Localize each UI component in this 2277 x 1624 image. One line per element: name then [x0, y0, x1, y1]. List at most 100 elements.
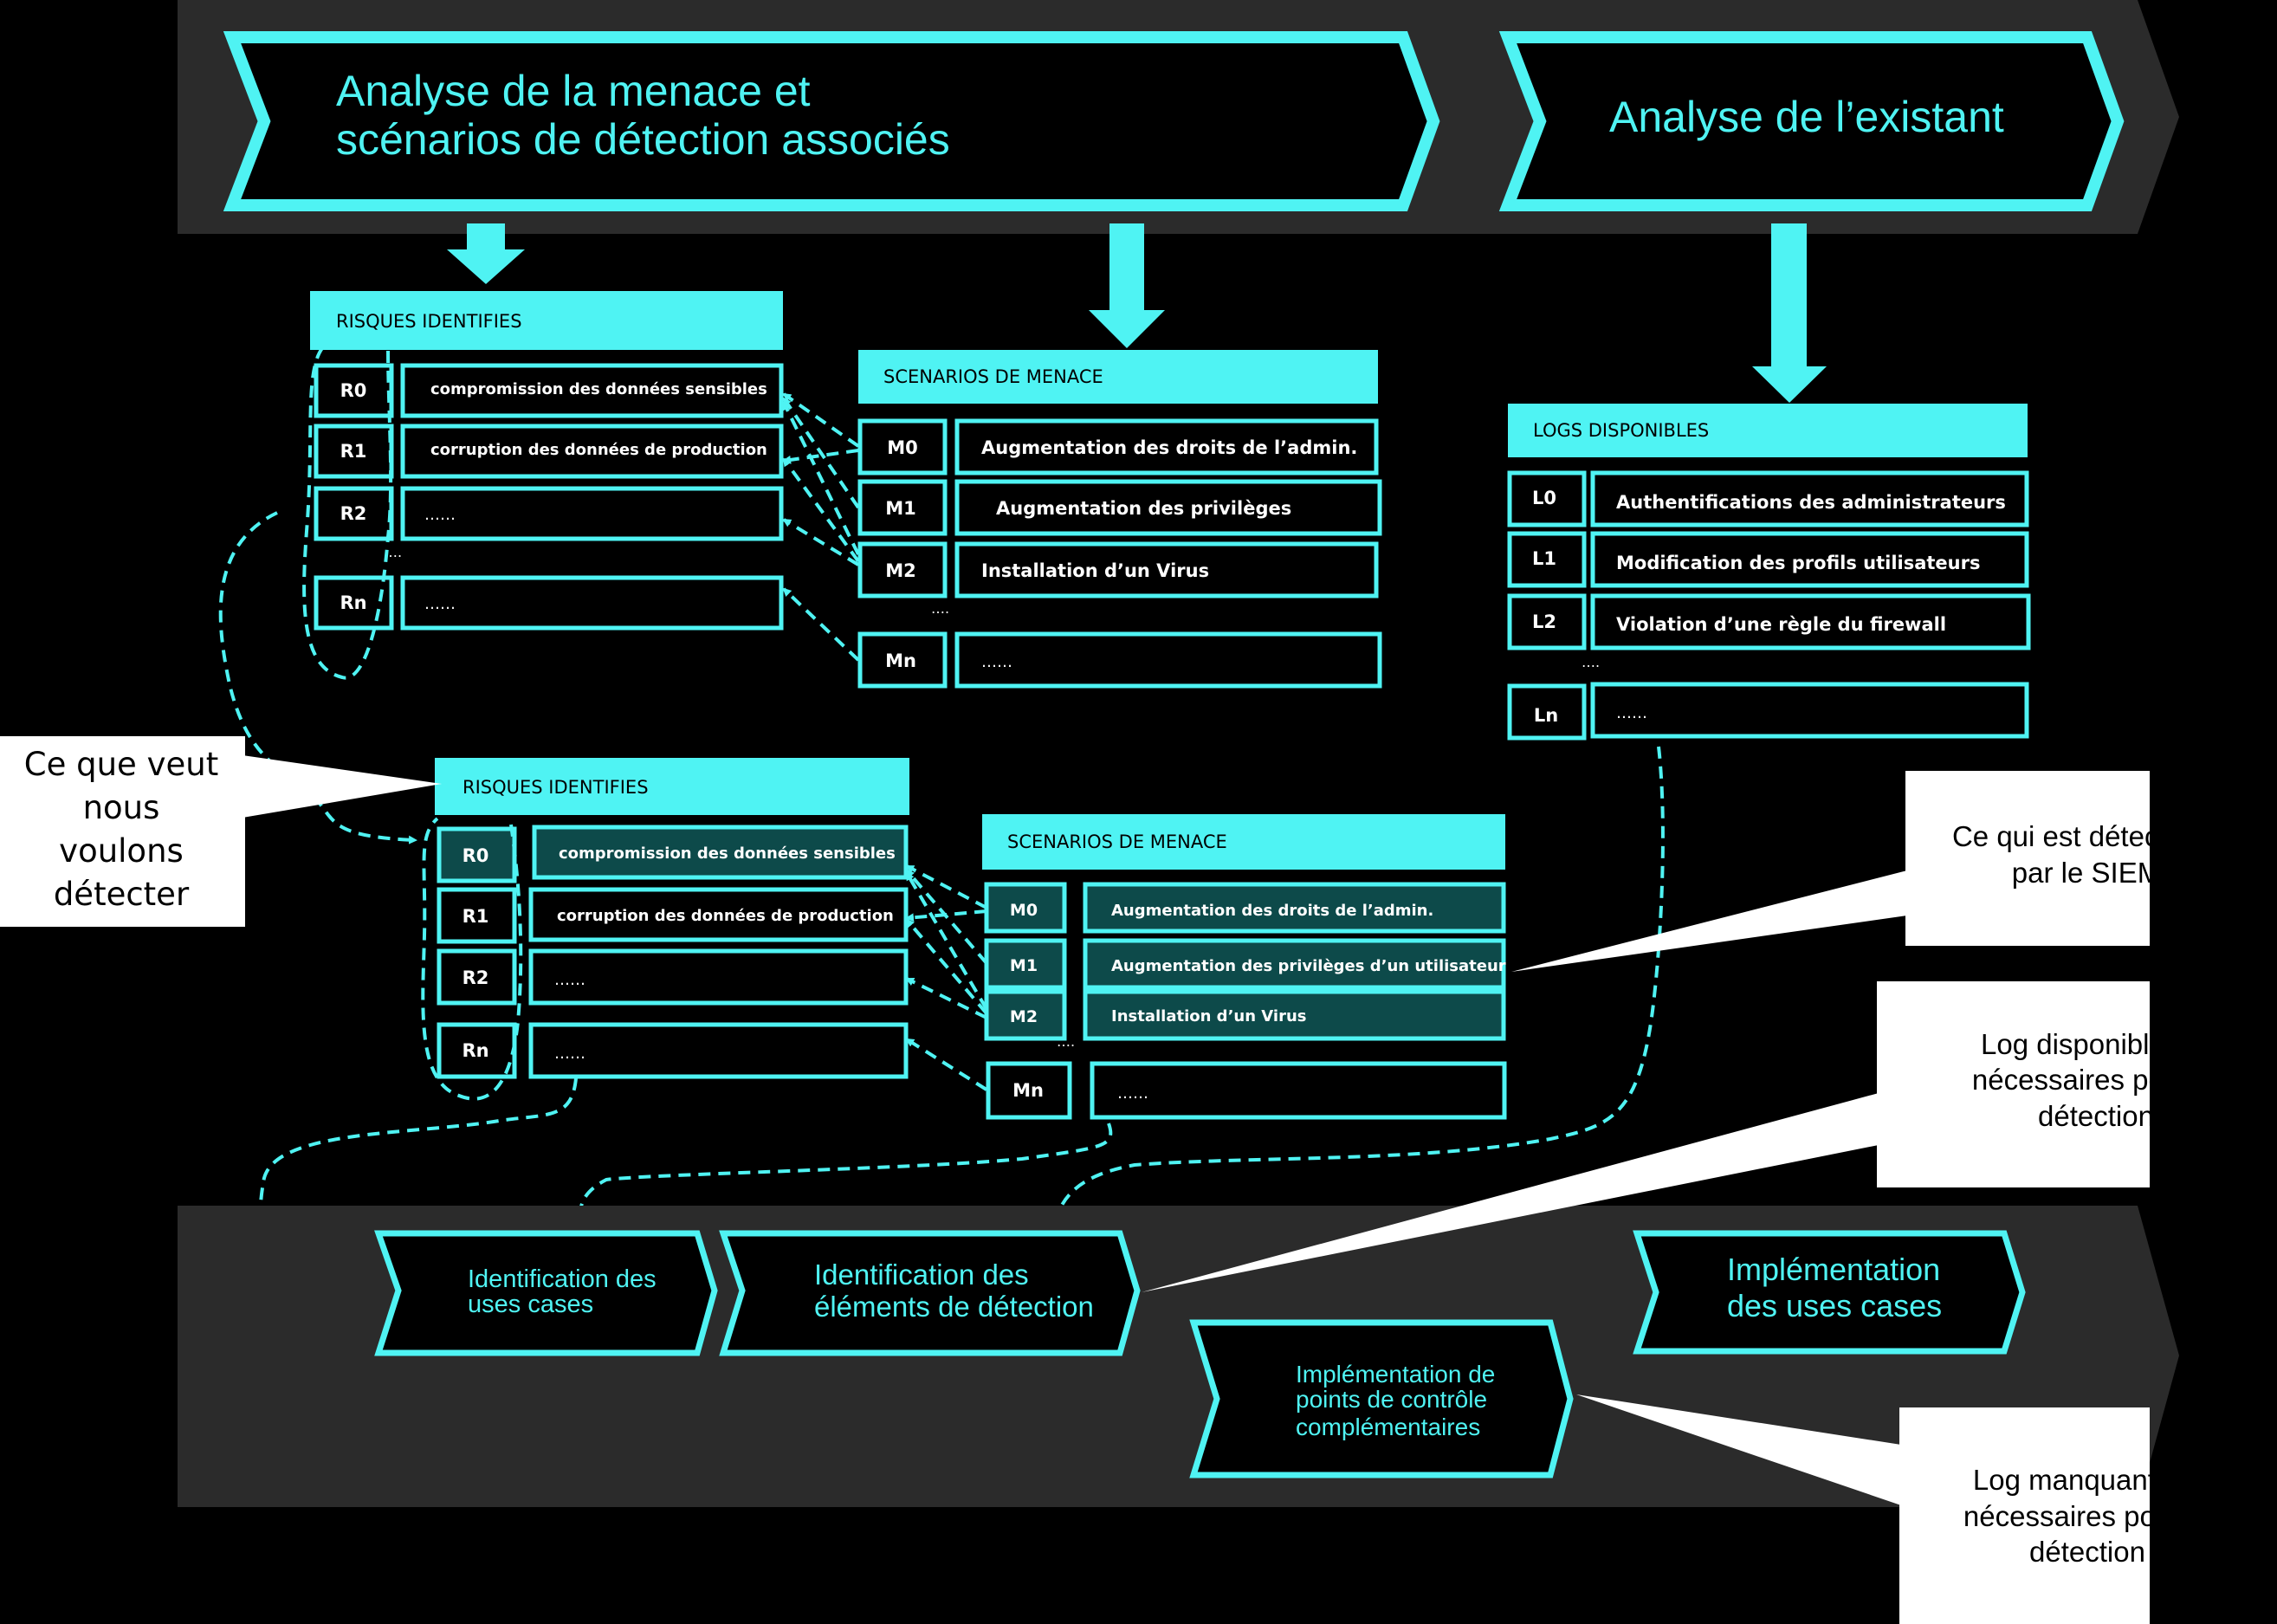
step-complementary-controls-line3: complémentaires [1296, 1414, 1480, 1440]
connector-r0-m0 [782, 392, 860, 448]
mid-risk-text: …… [554, 971, 585, 989]
top-scenario-text: Augmentation des droits de l’admin. [981, 437, 1357, 458]
loop-top-risk-ids [302, 346, 393, 680]
callout-available-logs: Log disponibles et nécessaires pour la d… [1142, 981, 2221, 1292]
top-risk-text: corruption des données de production [430, 441, 767, 459]
log-id: L1 [1532, 548, 1556, 569]
step-existing-analysis-label: Analyse de l’existant [1609, 93, 2004, 141]
step-threat-analysis: Analyse de la menace et scénarios de dét… [223, 31, 1440, 211]
mid-risk-id: R2 [463, 967, 489, 988]
step-complementary-controls-line1: Implémentation de [1296, 1361, 1495, 1388]
mid-risk-id: Rn [462, 1040, 488, 1061]
top-scenario-id: M2 [885, 560, 916, 581]
callout-missing-logs-line3: détection [2029, 1536, 2145, 1568]
connector-r0-m1 [782, 397, 860, 509]
step-threat-analysis-line2: scénarios de détection associés [336, 115, 950, 164]
mid-scenario-id: M1 [1010, 956, 1038, 975]
top-scenario-ellipsis: …. [931, 600, 949, 617]
step-complementary-controls-line2: points de contrôle [1296, 1386, 1487, 1413]
connector-mid-r0-m0 [905, 864, 987, 909]
callout-missing-logs-line1: Log manquants et [1973, 1464, 2202, 1496]
callout-want-detect-line3: voulons [59, 832, 184, 870]
connector-mid-r1-m0 [905, 909, 987, 922]
mid-risks-table: RISQUES IDENTIFIES R0 compromission des … [435, 758, 909, 1079]
mid-scenario-ellipsis: …. [1057, 1033, 1075, 1050]
callout-want-detect-line4: détecter [54, 876, 190, 913]
down-arrow-scenarios [1089, 223, 1165, 348]
connector-mid-rn-mn [905, 1038, 988, 1091]
log-id: L2 [1532, 611, 1556, 632]
top-scenario-text: Installation d’un Virus [981, 560, 1209, 581]
log-text: Violation d’une règle du firewall [1616, 614, 1946, 635]
step-detection-elements-line1: Identification des [814, 1258, 1029, 1291]
top-scenario-text: Augmentation des privilèges [996, 498, 1291, 519]
step-implementation-use-cases-line1: Implémentation [1727, 1252, 1940, 1287]
connector-r0-m2 [782, 401, 860, 555]
callout-want-detect-line2: nous [83, 789, 160, 826]
top-risk-id: Rn [340, 592, 366, 613]
mid-risks-header: RISQUES IDENTIFIES [463, 777, 649, 798]
callout-available-logs-line2: nécessaires pour la [1972, 1064, 2221, 1096]
callout-available-logs-line1: Log disponibles et [1981, 1028, 2211, 1060]
callout-missing-logs: Log manquants et nécessaires pour la dét… [1576, 1394, 2212, 1624]
step-detection-elements-line2: éléments de détection [814, 1291, 1094, 1323]
top-scenarios-header: SCENARIOS DE MENACE [883, 366, 1103, 387]
mid-scenarios-header: SCENARIOS DE MENACE [1007, 831, 1227, 852]
callout-siem-line2: par le SIEM [2012, 857, 2161, 889]
callout-missing-logs-line2: nécessaires pour la [1963, 1500, 2212, 1532]
top-scenario-text: …… [981, 653, 1012, 671]
top-risk-id: R1 [340, 441, 367, 462]
mid-scenario-text: Installation d’un Virus [1111, 1007, 1307, 1026]
mid-scenarios-table: SCENARIOS DE MENACE M0 Augmentation des … [982, 814, 1507, 1120]
top-scenario-id: M0 [887, 437, 918, 458]
top-scenario-id: M1 [885, 498, 916, 519]
top-risk-text: …… [424, 595, 456, 613]
top-risk-text: compromission des données sensibles [430, 380, 767, 398]
top-risk-id: R2 [340, 503, 367, 524]
callout-siem-line1: Ce qui est détectable [1952, 820, 2221, 852]
callout-want-detect-line1: Ce que veut [24, 746, 218, 783]
connector-mid-r1-m2 [905, 918, 988, 1015]
log-ellipsis: …. [1582, 654, 1600, 670]
log-text: Authentifications des administrateurs [1616, 492, 2006, 513]
connector-mid-r2-m2 [905, 977, 987, 1019]
mid-risk-id: R1 [463, 906, 489, 927]
step-threat-analysis-line1: Analyse de la menace et [336, 67, 811, 115]
step-implementation-use-cases-line2: des uses cases [1727, 1288, 1942, 1323]
step-use-cases-line2: uses cases [468, 1291, 593, 1318]
top-risk-ellipsis: …. [384, 544, 402, 560]
connector-r2-m2 [782, 518, 860, 566]
step-detection-elements: Identification des éléments de détection [719, 1230, 1141, 1356]
mid-scenario-text: Augmentation des droits de l’admin. [1111, 902, 1433, 920]
callout-siem: Ce qui est détectable par le SIEM [1511, 771, 2221, 972]
mid-scenario-id: Mn [1012, 1080, 1044, 1101]
connector-top-to-mid-r0 [218, 511, 417, 844]
top-scenarios-table: SCENARIOS DE MENACE M0 Augmentation des … [857, 350, 1382, 689]
mid-risk-text: compromission des données sensibles [559, 844, 896, 863]
top-risks-table: RISQUES IDENTIFIES R0 compromission des … [310, 291, 784, 631]
loop-mid-risk-ids [421, 817, 523, 1101]
mid-risk-text: …… [554, 1045, 585, 1063]
callout-want-detect: Ce que veut nous voulons détecter [0, 736, 442, 927]
step-use-cases: Identification des uses cases [374, 1230, 718, 1356]
mid-scenario-id: M0 [1010, 901, 1038, 920]
step-implementation-use-cases: Implémentation des uses cases [1633, 1230, 2026, 1355]
connector-mid-r0-m1 [905, 869, 988, 965]
logs-table: LOGS DISPONIBLES L0 Authentifications de… [1507, 404, 2031, 741]
mid-risk-id: R0 [463, 845, 489, 866]
log-text: Modification des profils utilisateurs [1616, 553, 1980, 573]
step-existing-analysis: Analyse de l’existant [1498, 31, 2125, 211]
log-text: …… [1616, 704, 1647, 722]
logs-header: LOGS DISPONIBLES [1533, 420, 1709, 441]
top-risk-text: …… [424, 506, 456, 524]
callout-available-logs-line3: détection [2038, 1100, 2154, 1132]
top-scenario-id: Mn [885, 650, 916, 671]
top-risks-header: RISQUES IDENTIFIES [336, 311, 522, 332]
log-id: L0 [1532, 488, 1556, 508]
mid-scenario-text: Augmentation des privilèges d’un utilisa… [1111, 957, 1506, 975]
down-arrow-logs [1752, 223, 1827, 403]
connector-logs-to-elements [1054, 746, 1665, 1219]
mid-scenario-id: M2 [1010, 1007, 1038, 1026]
step-complementary-controls: Implémentation de points de contrôle com… [1189, 1319, 1574, 1478]
